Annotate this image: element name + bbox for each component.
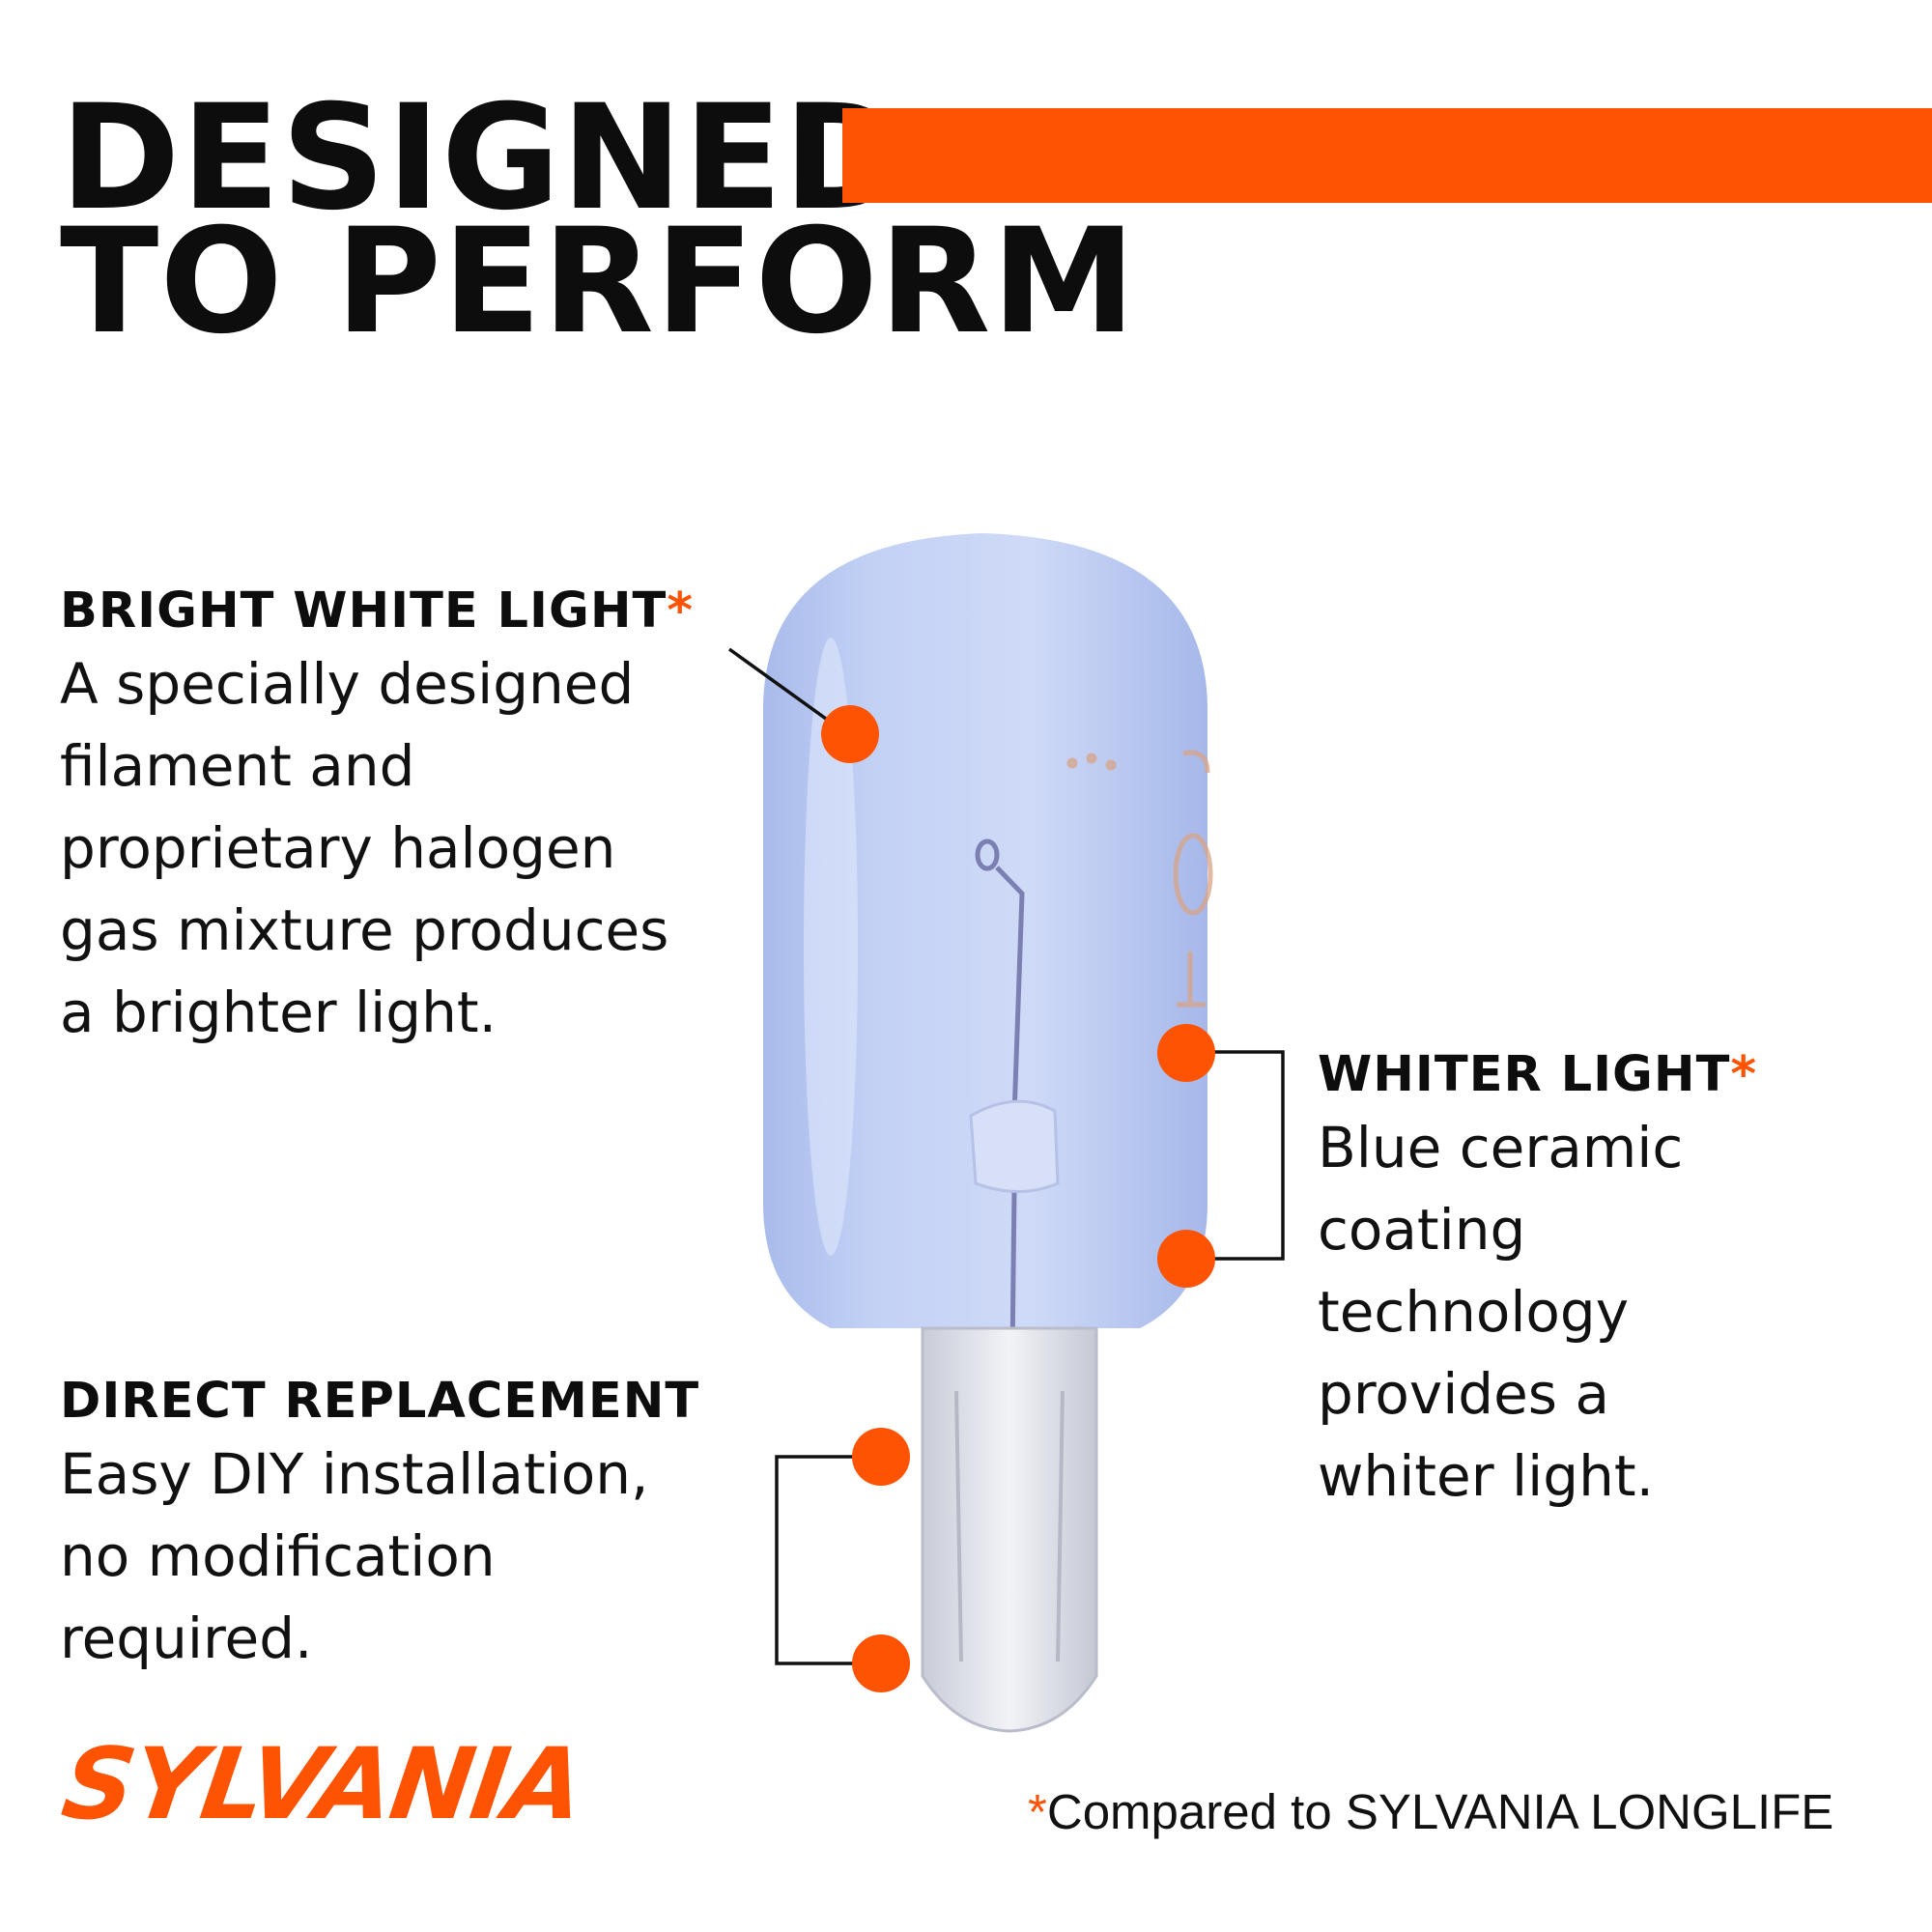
callout-title: BRIGHT WHITE LIGHT* [60,580,755,643]
callout-line: A specially designed [60,651,635,717]
callout-title: WHITER LIGHT* [1318,1043,1839,1107]
callout-line: no modification [60,1523,496,1589]
callout-line: provides a [1318,1361,1610,1427]
callout-markers [821,705,1215,1692]
callout-direct-replacement: DIRECT REPLACEMENT Easy DIY installation… [60,1370,794,1680]
footnote: *Compared to SYLVANIA LONGLIFE [1028,1783,1833,1840]
callout-line: gas mixture produces [60,897,669,963]
callout-line: a brighter light. [60,980,497,1045]
callout-line: coating [1318,1197,1526,1263]
accent-bar [842,108,1932,203]
callout-line: Blue ceramic [1318,1115,1684,1180]
footnote-text: Compared to SYLVANIA LONGLIFE [1046,1784,1834,1839]
callout-whiter-light: WHITER LIGHT* Blue ceramic coating techn… [1318,1043,1839,1518]
callout-title-text: BRIGHT WHITE LIGHT [60,582,668,639]
callout-title-text: WHITER LIGHT [1318,1046,1731,1103]
filament-support [969,1099,1060,1193]
title-line-2: TO PERFORM [60,198,1137,366]
callout-bright-white-light: BRIGHT WHITE LIGHT* A specially designed… [60,580,755,1054]
asterisk: * [1730,1046,1758,1103]
page-title: DESIGNED TO PERFORM [60,74,1137,366]
asterisk: * [1028,1784,1047,1839]
sylvania-logo: SYLVANIA [55,1727,589,1842]
bulb-glass [763,533,1208,1328]
bulb-base [921,1326,1098,1733]
callout-line: technology [1318,1279,1630,1345]
callout-title: DIRECT REPLACEMENT [60,1373,700,1430]
asterisk: * [667,582,694,639]
callout-line: whiter light. [1318,1443,1654,1509]
title-line-1: DESIGNED [60,74,905,242]
callout-line: filament and [60,733,415,799]
callout-line: required. [60,1605,313,1671]
callout-line: Easy DIY installation, [60,1441,649,1507]
bulb-markings [1066,750,1213,1008]
callout-line: proprietary halogen [60,815,616,881]
